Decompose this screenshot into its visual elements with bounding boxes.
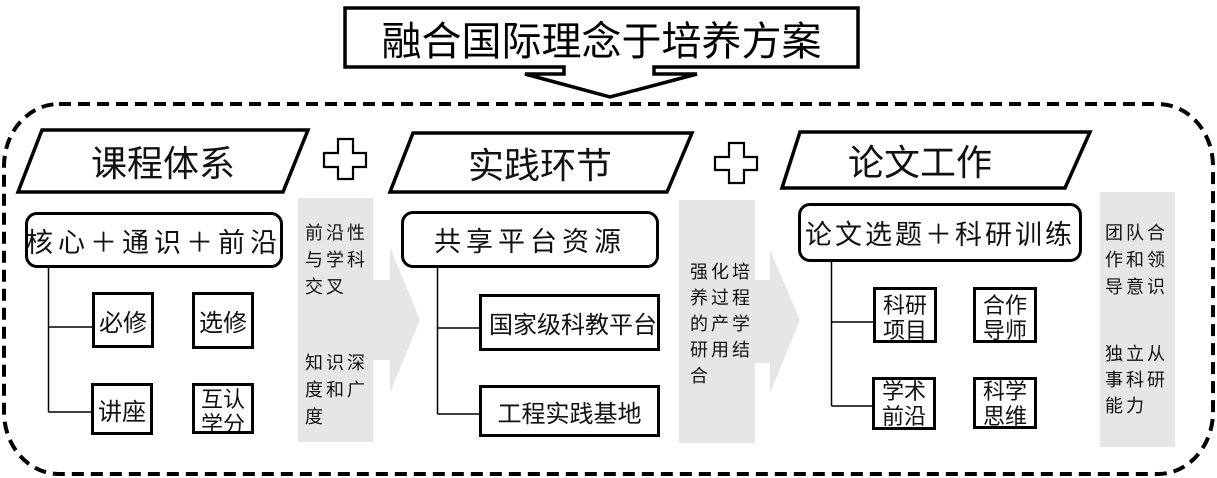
- item-label-line: 学术: [881, 380, 926, 405]
- gray-arrow-courses-to-practice: [298, 198, 420, 442]
- note-industry-academia-integration: 强化培 养过程 的产学 研用结 合: [690, 260, 753, 390]
- tree-connector-thesis: [830, 262, 873, 407]
- item-label-line: 前沿: [881, 405, 926, 430]
- item-box: 工程实践基地: [479, 385, 660, 437]
- item-label: 工程实践基地: [497, 399, 642, 428]
- header-thesis: 论文工作: [847, 143, 992, 184]
- note-line: 研用结: [690, 340, 753, 361]
- item-box: 学术 前沿: [872, 377, 936, 430]
- note-line: 事科研: [1105, 370, 1168, 391]
- note-line: 知识深: [305, 353, 368, 374]
- item-label: 国家级科教平台: [489, 311, 657, 339]
- item-box: 合作 导师: [973, 287, 1037, 343]
- note-line: 团队合: [1105, 223, 1168, 244]
- item-box: 互认 学分: [192, 383, 254, 434]
- note-line: 强化培: [690, 262, 753, 283]
- main-box-thesis: 论文选题＋科研训练: [798, 203, 1082, 262]
- main-box-courses: 核心＋通识＋前沿: [25, 212, 283, 268]
- gray-panel-thesis-outcomes: [1100, 192, 1175, 447]
- item-label-line: 思维: [982, 405, 1027, 429]
- header-courses: 课程体系: [90, 144, 235, 185]
- plus-icon: [713, 141, 759, 185]
- item-label: 讲座: [98, 397, 146, 426]
- header-parallelogram-practice: [387, 131, 695, 194]
- item-label-line: 科学: [982, 380, 1027, 405]
- note-line: 能力: [1105, 396, 1147, 417]
- item-box: 选修: [192, 292, 254, 349]
- tree-connector-practice: [436, 268, 479, 415]
- item-label-line: 互认: [200, 388, 245, 413]
- note-line: 度: [305, 407, 326, 428]
- note-line: 度和广: [305, 380, 368, 401]
- note-line: 导意识: [1105, 277, 1168, 298]
- dashed-container-border: [2, 102, 1215, 476]
- note-line: 作和领: [1105, 250, 1168, 271]
- item-label-line: 学分: [200, 413, 245, 434]
- note-line: 独立从: [1105, 344, 1168, 365]
- item-label: 选修: [199, 309, 247, 337]
- note-line: 合: [690, 366, 711, 387]
- note-line: 与学科: [305, 250, 368, 271]
- tree-connector-courses: [47, 268, 92, 413]
- item-box: 科研 项目: [873, 287, 937, 343]
- note-line: 前沿性: [305, 223, 368, 244]
- item-label-line: 合作: [982, 294, 1027, 319]
- item-label: 必修: [99, 308, 147, 337]
- item-box: 必修: [92, 292, 154, 348]
- item-label-line: 项目: [882, 319, 927, 343]
- item-box: 科学 思维: [973, 377, 1037, 429]
- note-line: 养过程: [690, 288, 753, 309]
- note-teamwork-leadership: 团队合 作和领 导意识: [1105, 220, 1168, 301]
- item-label-line: 科研: [882, 294, 927, 319]
- title-box-with-down-arrow: [343, 6, 860, 99]
- header-practice: 实践环节: [467, 145, 612, 187]
- diagram-title: 融合国际理念于培养方案: [381, 18, 822, 65]
- gray-arrow-practice-to-thesis: [679, 200, 800, 443]
- header-parallelogram-thesis: [779, 130, 1093, 190]
- header-parallelogram-courses: [15, 128, 311, 194]
- item-box: 国家级科教平台: [479, 294, 660, 351]
- note-line: 交叉: [305, 277, 347, 298]
- note-frontier-interdisciplinary: 前沿性 与学科 交叉: [305, 220, 368, 301]
- note-line: 的产学: [690, 314, 753, 335]
- item-label-line: 导师: [982, 319, 1027, 343]
- note-independent-research: 独立从 事科研 能力: [1105, 342, 1168, 420]
- plus-icon: [322, 137, 368, 181]
- main-box-practice: 共享平台资源: [401, 211, 659, 268]
- note-knowledge-depth-breadth: 知识深 度和广 度: [305, 350, 368, 431]
- item-box: 讲座: [91, 383, 153, 435]
